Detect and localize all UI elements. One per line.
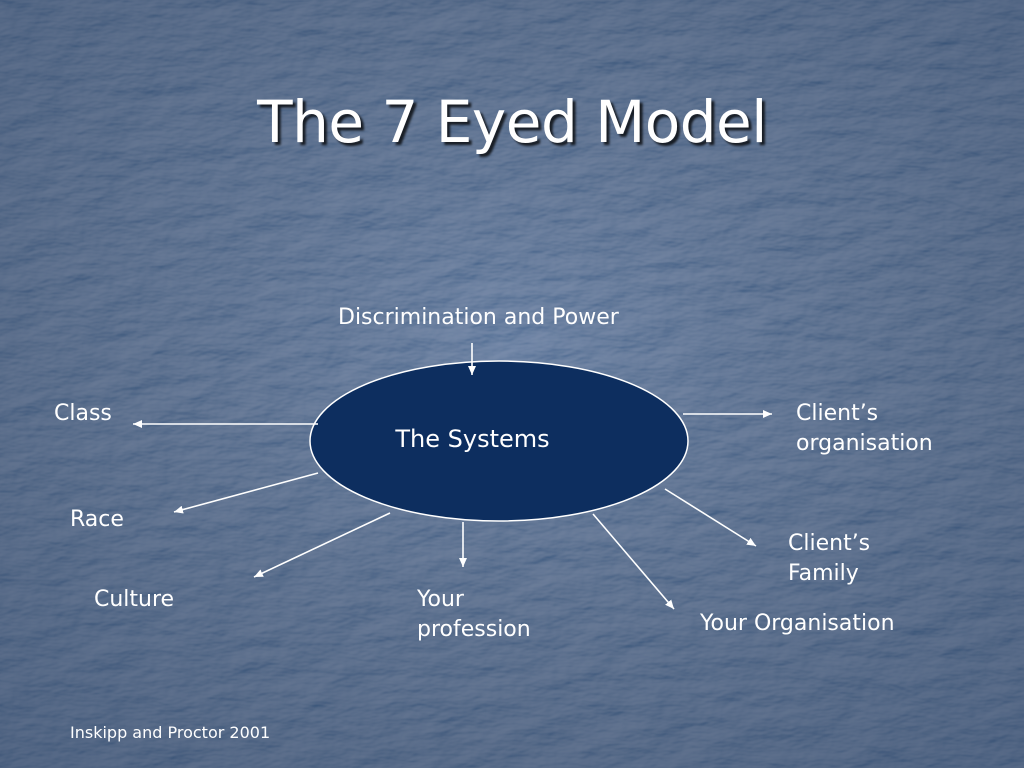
label-discrimination-and-power: Discrimination and Power bbox=[338, 305, 619, 330]
label-class: Class bbox=[54, 401, 112, 426]
label-your-profession-line1: Your bbox=[417, 587, 464, 612]
systems-ellipse bbox=[309, 360, 689, 522]
label-clients-organisation-line1: Client’s bbox=[796, 401, 879, 426]
arrow-culture bbox=[253, 512, 391, 578]
citation-footer: Inskipp and Proctor 2001 bbox=[70, 723, 271, 742]
label-culture: Culture bbox=[94, 587, 175, 612]
label-your-organisation: Your Organisation bbox=[700, 611, 895, 636]
label-clients-organisation-line2: organisation bbox=[796, 431, 933, 456]
label-clients-organisation: Client’s organisation bbox=[796, 399, 933, 459]
label-clients-family-line1: Client’s bbox=[788, 531, 871, 556]
arrow-your-organisation bbox=[592, 513, 675, 610]
label-clients-family-line2: Family bbox=[788, 561, 859, 586]
center-label: The Systems bbox=[395, 425, 550, 453]
label-race: Race bbox=[70, 507, 124, 532]
arrow-race bbox=[173, 472, 319, 514]
label-your-profession-line2: profession bbox=[417, 617, 531, 642]
label-clients-family: Client’s Family bbox=[788, 529, 870, 589]
label-your-profession: Your profession bbox=[417, 585, 531, 645]
arrow-clients-family bbox=[664, 488, 757, 547]
slide-title: The 7 Eyed Model bbox=[257, 88, 767, 156]
